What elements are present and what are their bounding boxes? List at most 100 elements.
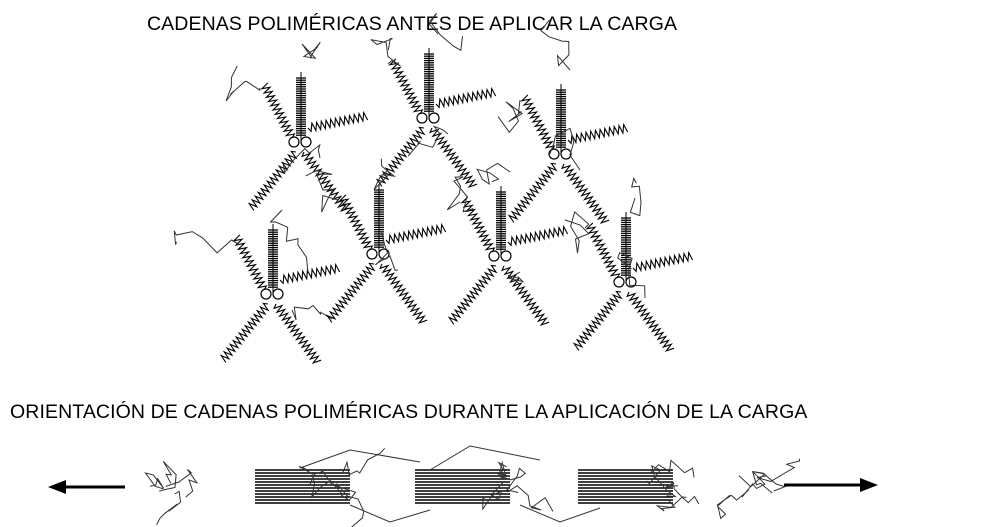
amorphous-chain	[144, 472, 165, 490]
amorphous-chain	[299, 449, 421, 469]
amorphous-chain	[301, 41, 321, 59]
amorphous-chain	[225, 65, 261, 102]
coiled-chain	[375, 126, 426, 187]
amorphous-chain	[165, 469, 199, 498]
amorphous-chain	[617, 252, 646, 299]
crystalline-block	[296, 72, 306, 142]
crosslink-node	[288, 136, 300, 148]
amorphous-chain	[507, 271, 525, 284]
amorphous-chain	[756, 458, 801, 482]
crosslink-node	[300, 136, 312, 148]
coiled-chain	[632, 250, 694, 273]
crosslink-node	[428, 112, 440, 124]
amorphous-chain	[305, 170, 339, 213]
network-unit	[497, 19, 629, 225]
coiled-chain	[561, 163, 610, 225]
oriented-crystalline-block	[578, 469, 673, 504]
crosslink-node	[500, 250, 512, 262]
coiled-chain	[435, 86, 497, 109]
coiled-chain	[307, 110, 369, 133]
crystalline-block	[374, 184, 384, 254]
amorphous-chain	[156, 490, 182, 526]
amorphous-chain	[497, 460, 507, 480]
amorphous-chain	[291, 304, 333, 321]
amorphous-chain	[429, 445, 541, 471]
amorphous-chain	[269, 209, 309, 273]
amorphous-chain	[741, 470, 773, 498]
coiled-chain	[460, 196, 496, 253]
coiled-chain	[273, 303, 322, 365]
coiled-chain	[301, 151, 350, 213]
coiled-chain	[385, 222, 447, 245]
crystalline-block	[424, 48, 434, 118]
amorphous-chain	[407, 125, 449, 157]
network-unit	[173, 209, 341, 365]
coiled-chain	[388, 58, 424, 115]
title-before-load: CADENAS POLIMÉRICAS ANTES DE APLICAR LA …	[147, 13, 678, 35]
coiled-chain	[429, 127, 478, 189]
amorphous-chain	[428, 12, 463, 52]
amorphous-chain	[375, 230, 399, 271]
amorphous-chain	[716, 489, 750, 520]
coiled-chain	[325, 262, 376, 323]
amorphous-chain	[650, 459, 695, 478]
crosslink-node	[625, 276, 637, 288]
amorphous-chain	[342, 447, 386, 476]
amorphous-chain	[548, 127, 581, 171]
coiled-chain	[219, 302, 270, 363]
crosslink-node	[272, 288, 284, 300]
coiled-chain	[338, 194, 374, 251]
coiled-chain	[572, 290, 623, 351]
crosslink-node	[416, 112, 428, 124]
crystalline-block	[556, 84, 566, 154]
amorphous-chain	[283, 143, 321, 175]
crosslink-node	[548, 148, 560, 160]
coiled-chain	[507, 162, 558, 223]
amorphous-chain	[501, 467, 526, 493]
amorphous-chain	[655, 496, 687, 512]
oriented-crystalline-block	[255, 469, 350, 504]
coiled-chain	[626, 291, 675, 353]
coiled-chain	[379, 263, 428, 325]
coiled-chain	[247, 150, 298, 211]
crystalline-block	[621, 212, 631, 282]
crosslink-node	[366, 248, 378, 260]
network-unit	[305, 158, 447, 325]
amorphous-chain	[665, 481, 700, 505]
amorphous-chain	[508, 485, 554, 512]
unstretched-network	[173, 12, 694, 365]
crystalline-block	[496, 186, 506, 256]
network-unit	[446, 162, 569, 327]
coiled-chain	[507, 224, 569, 247]
coiled-chain	[567, 122, 629, 145]
network-unit	[370, 12, 497, 189]
amorphous-chain	[373, 158, 397, 190]
amorphous-chain	[476, 162, 511, 186]
amorphous-chain	[336, 483, 365, 527]
arrow-left-icon	[48, 480, 125, 494]
coiled-chain	[260, 82, 296, 139]
amorphous-chain	[159, 461, 177, 492]
amorphous-chain	[370, 37, 401, 67]
crystalline-block	[268, 224, 278, 294]
network-unit	[564, 177, 694, 353]
coiled-chain	[585, 222, 621, 279]
crosslink-node	[560, 148, 572, 160]
title-during-load: ORIENTACIÓN DE CADENAS POLIMÉRICAS DURAN…	[10, 401, 808, 423]
stretched-network	[144, 445, 801, 527]
coiled-chain	[501, 265, 550, 327]
amorphous-chain	[519, 504, 601, 523]
coiled-chain	[279, 262, 341, 285]
amorphous-chain	[564, 211, 590, 254]
coiled-chain	[520, 94, 556, 151]
amorphous-chain	[309, 470, 357, 501]
amorphous-chain	[446, 176, 474, 213]
amorphous-chain	[482, 481, 504, 511]
coiled-chain	[447, 264, 498, 325]
amorphous-chain	[497, 99, 524, 134]
coiled-chain	[232, 234, 268, 291]
arrow-right-icon	[784, 478, 878, 492]
crosslink-node	[488, 250, 500, 262]
amorphous-chain	[540, 19, 571, 71]
